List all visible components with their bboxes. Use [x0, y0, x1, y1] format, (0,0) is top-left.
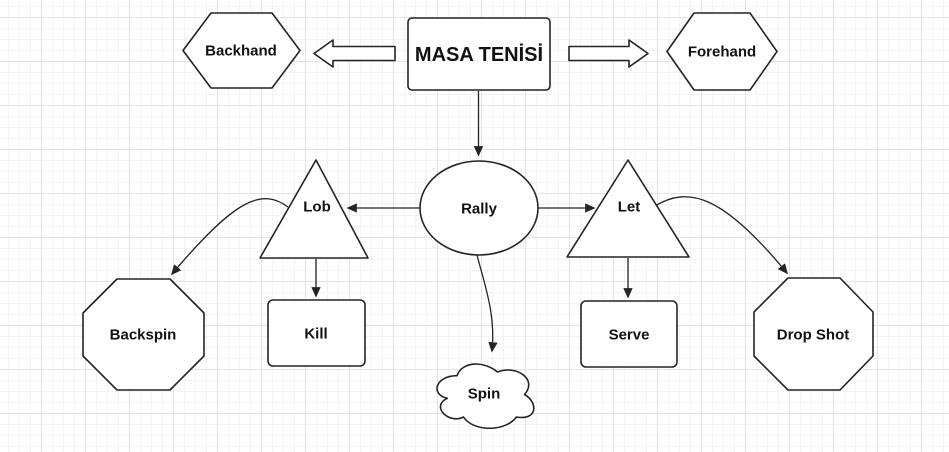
node-backhand[interactable]: Backhand — [182, 12, 301, 89]
node-let-label: Let — [618, 199, 641, 216]
node-serve-label: Serve — [609, 327, 650, 344]
node-forehand-label: Forehand — [688, 44, 756, 61]
node-spin-label: Spin — [468, 386, 501, 403]
node-masa-tenisi-label: MASA TENİSİ — [415, 43, 543, 66]
node-backhand-label: Backhand — [205, 43, 277, 60]
node-kill-label: Kill — [304, 326, 327, 343]
edge-rally-to-spin — [476, 254, 498, 353]
edge-lob-to-backspin — [170, 198, 289, 276]
node-lob[interactable]: Lob — [259, 159, 369, 259]
node-forehand[interactable]: Forehand — [666, 12, 778, 91]
block-arrow-right-icon[interactable] — [568, 39, 649, 68]
node-rally-label: Rally — [461, 201, 498, 218]
node-spin[interactable]: Spin — [436, 363, 535, 429]
node-drop-shot-label: Drop Shot — [777, 327, 850, 344]
node-backspin[interactable]: Backspin — [82, 278, 205, 391]
connectors — [170, 91, 788, 353]
node-let[interactable]: Let — [566, 159, 690, 258]
block-arrow-left-icon[interactable] — [313, 39, 396, 68]
edge-let-to-dropshot — [654, 196, 788, 275]
node-masa-tenisi[interactable]: MASA TENİSİ — [407, 17, 551, 91]
node-drop-shot[interactable]: Drop Shot — [753, 277, 874, 391]
node-lob-label: Lob — [303, 199, 331, 216]
node-serve[interactable]: Serve — [580, 300, 678, 368]
node-kill[interactable]: Kill — [267, 299, 366, 367]
node-backspin-label: Backspin — [110, 327, 177, 344]
node-rally[interactable]: Rally — [419, 160, 539, 256]
